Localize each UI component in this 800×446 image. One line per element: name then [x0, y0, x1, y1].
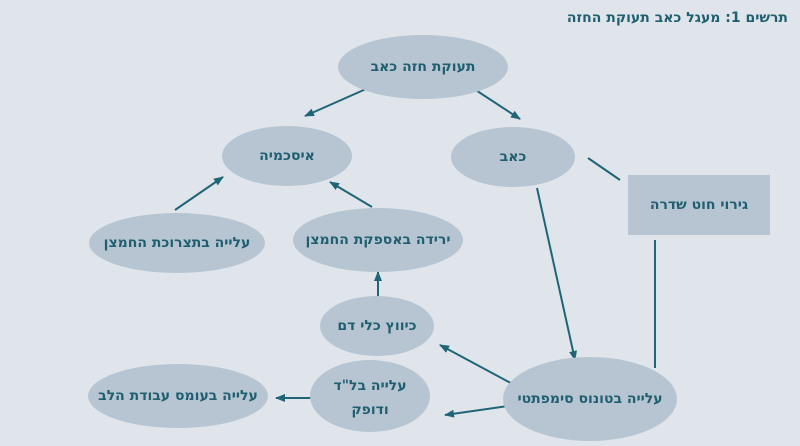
arrows [174, 84, 656, 418]
node-oxygen-demand: עלייה בתצרוכת החמצן [89, 213, 265, 273]
node-label: עלייה בתצרוכת החמצן [104, 235, 251, 251]
line-pain-to-stim [587, 157, 621, 181]
node-label: כאב [500, 149, 527, 165]
node-bp-hr: עלייה בל"ד ודופק [310, 360, 430, 432]
node-label: איסכמיה [259, 148, 315, 164]
node-ischemia: איסכמיה [222, 126, 352, 186]
node-sympathetic: עלייה בטונוס סימפתטי [503, 357, 677, 441]
node-workload: עלייה בעומס עבודת הלב [88, 364, 268, 428]
node-label: תעוקת חזה כאב [371, 59, 476, 75]
node-label-line1: עלייה בל"ד [333, 378, 406, 394]
diagram-title: תרשים 1: מעגל כאב תעוקת החזה [566, 10, 788, 26]
arrow-sympathetic-to-vasoconstriction [439, 344, 521, 389]
node-spinal-stim: גירוי חוט שדרה [628, 175, 770, 235]
node-vasoconstriction: כיווץ כלי דם [320, 296, 434, 356]
arrow-pain-to-sympathetic [536, 187, 577, 361]
arrow-supply-to-ischemia [329, 181, 373, 208]
node-label: גירוי חוט שדרה [650, 197, 748, 213]
node-label: עלייה בעומס עבודת הלב [98, 388, 258, 404]
node-pain: כאב [451, 127, 575, 187]
node-angina-pain: תעוקת חזה כאב [338, 35, 508, 99]
node-label: כיווץ כלי דם [337, 318, 416, 334]
node-label-line2: ודופק [351, 402, 388, 418]
node-oxygen-supply: ירידה באספקת החמצן [293, 208, 463, 272]
arrow-demand-to-ischemia [174, 176, 224, 211]
node-label: ירידה באספקת החמצן [306, 232, 451, 248]
arrow-angina-to-ischemia [304, 84, 376, 117]
node-label: עלייה בטונוס סימפתטי [517, 391, 662, 407]
arrow-sympathetic-to-bp [444, 404, 516, 418]
